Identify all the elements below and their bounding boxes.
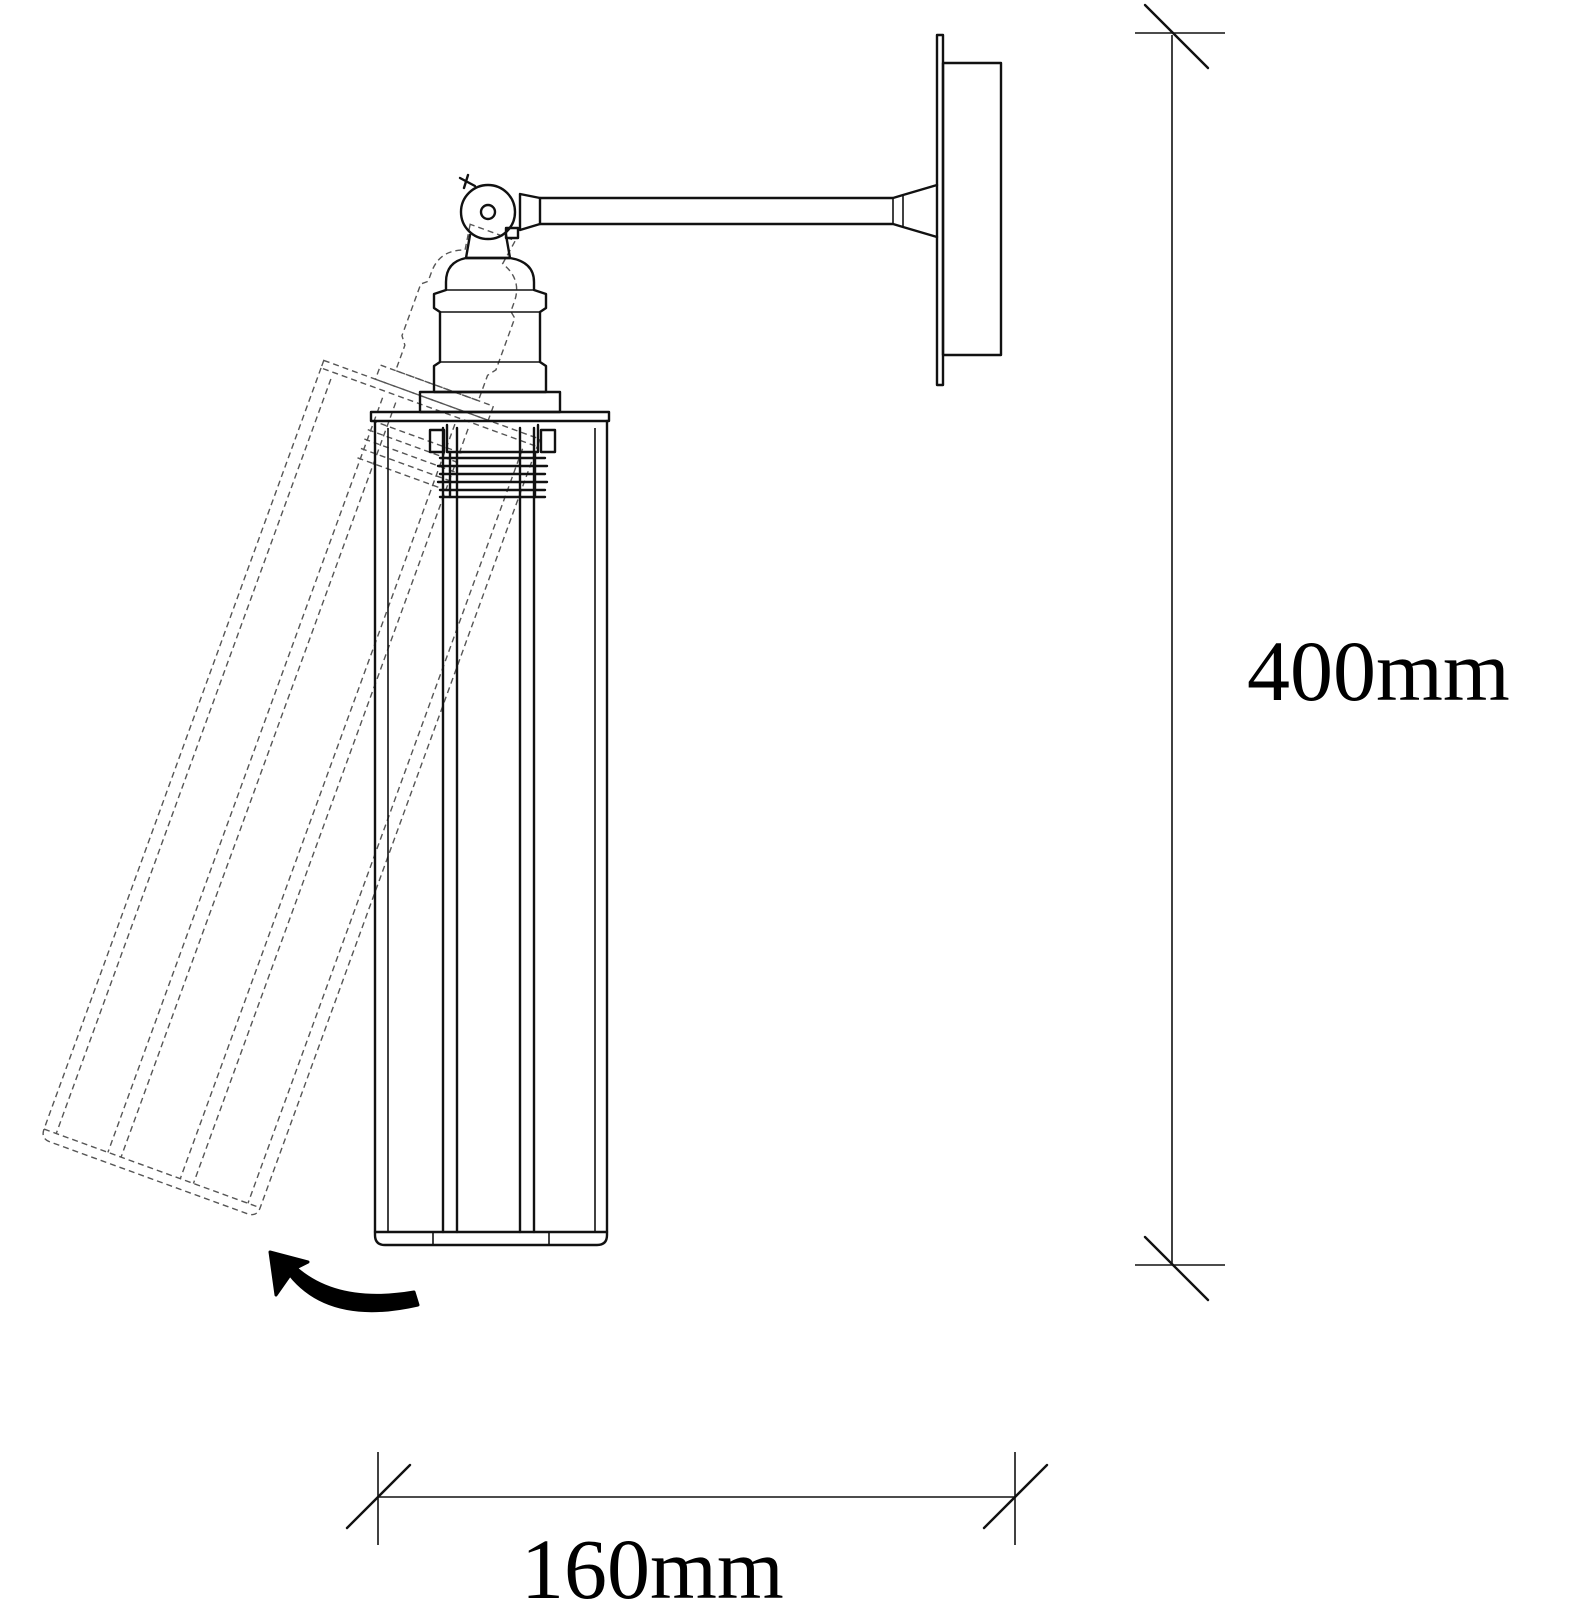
rotation-arrow-icon [268, 1250, 420, 1313]
lamp-cage [369, 410, 611, 1247]
socket-thread [428, 423, 557, 499]
width-dimension-label: 160mm [521, 1521, 784, 1600]
tilted-lamp-ghost [42, 223, 541, 1216]
height-dimension-label: 400mm [1247, 623, 1510, 719]
height-dimension [1135, 3, 1225, 1302]
lamp-socket [418, 256, 562, 414]
pivot-joint [458, 173, 542, 260]
lamp-arm [538, 183, 939, 239]
width-dimension [345, 1452, 1049, 1545]
wall-mount-plate [935, 33, 1003, 387]
